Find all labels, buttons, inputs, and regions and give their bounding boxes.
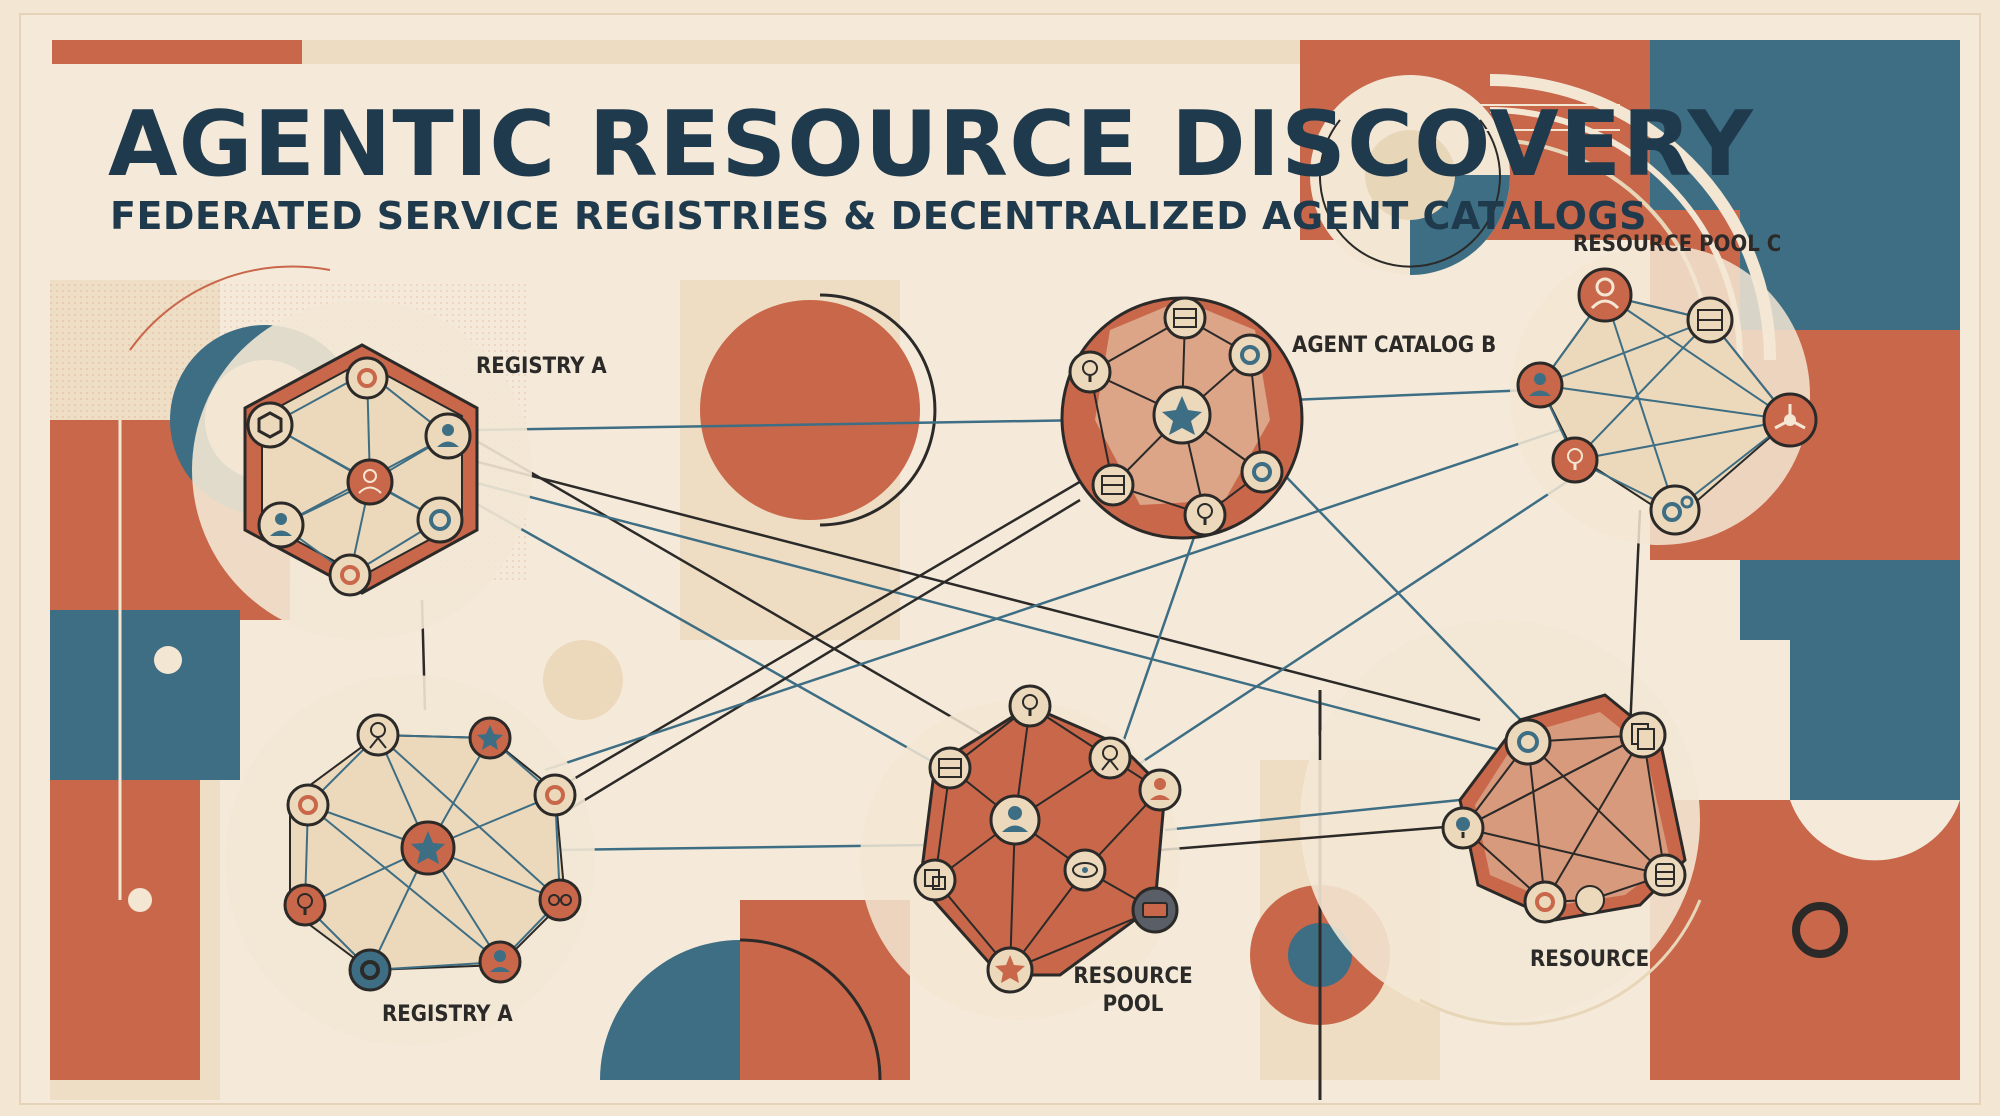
lightbulb-icon [283,883,327,927]
gear-icon [1504,718,1552,766]
hub-icon [1762,392,1818,448]
agent-catalog-b-label: AGENT CATALOG B [1292,333,1497,358]
agent-catalog-b-cluster [1060,296,1304,540]
resource-pool-label-line1: RESOURCE [1073,964,1193,989]
lightbulb-icon [1551,436,1599,484]
gear-icon [1240,450,1284,494]
lightbulb-icon [1441,806,1485,850]
registry-a-bottom-cluster [225,675,595,1045]
server-icon [928,746,972,790]
document-icon [1619,711,1667,759]
resource-pool-cluster [860,684,1182,1020]
registry-a-top-label: REGISTRY A [476,354,607,379]
user-icon [1138,768,1182,812]
user-icon [989,794,1041,846]
user-icon [424,412,472,460]
star-person-icon [400,820,456,876]
gear-icon [1228,333,1272,377]
badge-icon [1088,736,1132,780]
lightbulb-icon [1183,493,1227,537]
registry-a-bottom-label: REGISTRY A [382,1002,513,1027]
resource-pool-label-line2: POOL [1102,992,1164,1017]
gear-icon [1523,880,1567,924]
gear-icon [345,356,389,400]
eye-icon [1063,848,1107,892]
star-person-icon [1152,385,1212,445]
server-icon [1091,463,1135,507]
user-icon [1516,361,1564,409]
user-icon [1577,267,1633,323]
database-icon [1643,853,1687,897]
resource-pool-c-label: RESOURCE POOL C [1573,232,1782,257]
hub-icon [538,878,582,922]
user-icon [346,458,394,506]
resource-pool-c-cluster [1510,245,1818,545]
resource-cluster [1441,693,1687,924]
gear-icon [533,773,577,817]
gear-icon [416,496,464,544]
server-icon [1163,296,1207,340]
card-icon [1131,886,1179,934]
gear-icon [286,783,330,827]
user-icon [478,940,522,984]
badge-icon [356,713,400,757]
gear-icon [348,948,392,992]
gear-icon [1575,885,1605,915]
server-icon [1686,296,1734,344]
star-person-icon [986,946,1034,994]
document-icon [913,858,957,902]
lightbulb-icon [1068,350,1112,394]
user-icon [257,501,305,549]
page-subtitle: FEDERATED SERVICE REGISTRIES & DECENTRAL… [110,194,1647,238]
resource-pool-label: RESOURCE POOL [1068,963,1198,1019]
resource-label: RESOURCE [1530,947,1650,972]
lightbulb-icon [1008,684,1052,728]
gear-icon [328,553,372,597]
page-title: AGENTIC RESOURCE DISCOVERY [108,92,1754,197]
gear-icon [1649,484,1701,536]
registry-a-top-cluster [192,300,532,640]
hub-icon [246,401,294,449]
star-person-icon [468,716,512,760]
